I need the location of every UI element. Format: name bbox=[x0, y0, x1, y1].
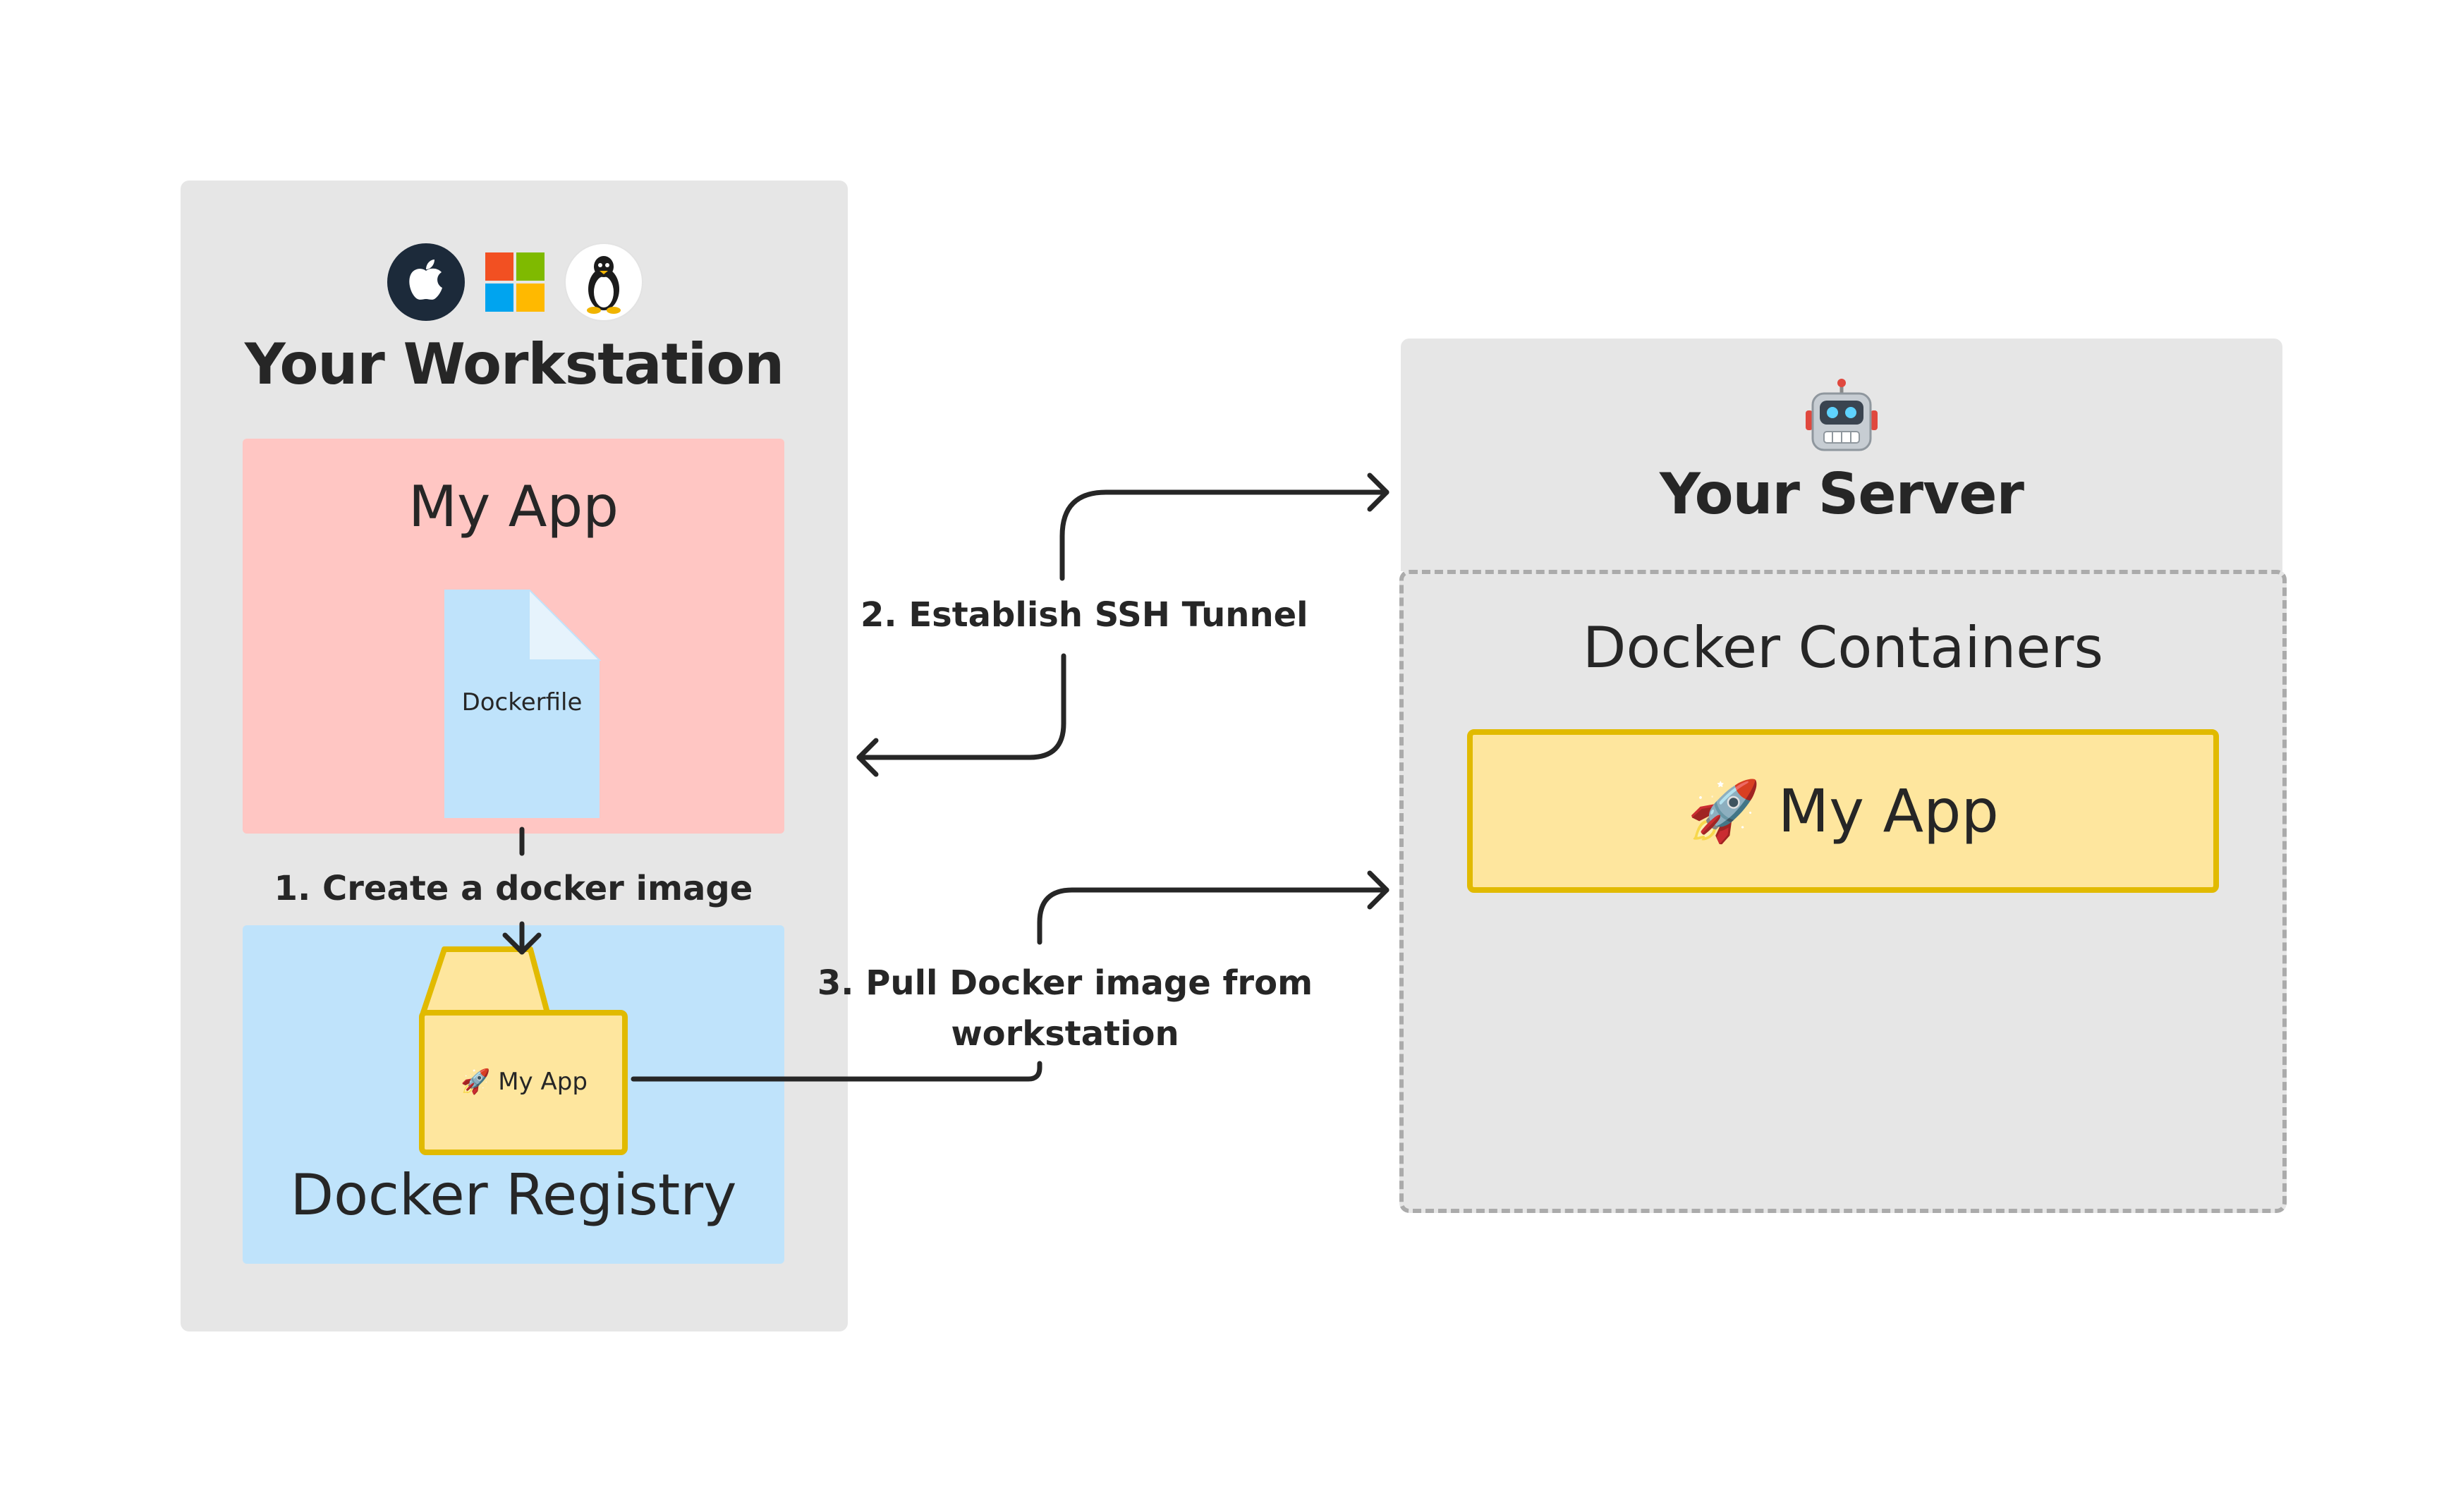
my-app-title: My App bbox=[408, 474, 619, 539]
apple-icon bbox=[387, 243, 465, 321]
container-my-app-card: 🚀 My App bbox=[1467, 729, 2219, 893]
workstation-title: Your Workstation bbox=[244, 331, 784, 397]
step1-arrow bbox=[502, 827, 542, 955]
folder-icon bbox=[419, 946, 628, 1155]
step2-arrow bbox=[856, 472, 1389, 777]
server-panel bbox=[1401, 339, 2282, 571]
step3-label: 3. Pull Docker image from workstation bbox=[817, 963, 1313, 1054]
os-icons bbox=[387, 243, 643, 322]
docker-containers-title: Docker Containers bbox=[1582, 615, 2104, 681]
robot-icon bbox=[1806, 379, 1878, 451]
step1-label: 1. Create a docker image bbox=[274, 869, 753, 908]
rocket-icon: 🚀 bbox=[1687, 776, 1761, 846]
server-title: Your Server bbox=[1660, 461, 2024, 527]
step2-label: 2. Establish SSH Tunnel bbox=[860, 595, 1308, 635]
docker-registry-title: Docker Registry bbox=[290, 1162, 737, 1228]
container-my-app-label: My App bbox=[1777, 776, 1999, 846]
windows-icon bbox=[485, 252, 545, 312]
step3-arrow bbox=[631, 870, 1389, 1082]
linux-tux-icon bbox=[564, 243, 643, 322]
dockerfile-label: Dockerfile bbox=[461, 688, 583, 717]
folder-label: 🚀 My App bbox=[461, 1068, 588, 1096]
document-icon bbox=[444, 590, 602, 818]
